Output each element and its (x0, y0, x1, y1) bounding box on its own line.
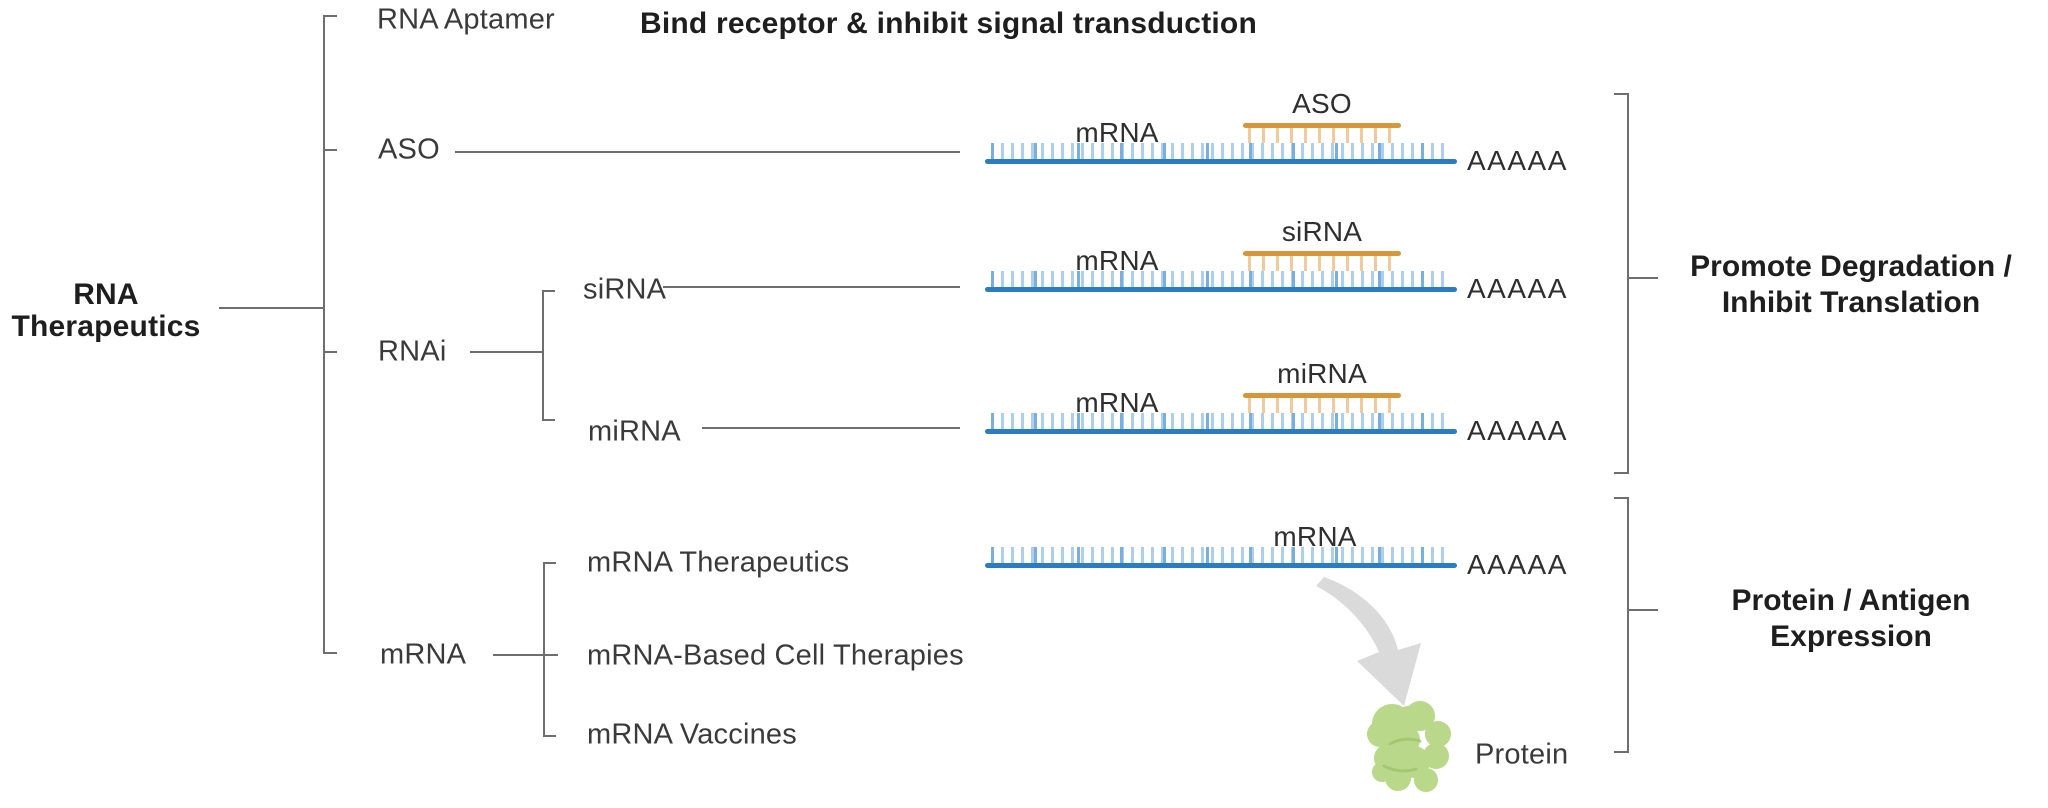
trunk-tick-rna-aptamer (323, 15, 337, 17)
polya-tail-label: AAAAA (1467, 145, 1568, 176)
mrna-connector-line (493, 654, 558, 656)
tree-label-rnai: RNAi (378, 335, 447, 368)
degradation-bracket (1627, 93, 1629, 474)
tree-label-mrna-cell: mRNA-Based Cell Therapies (587, 639, 964, 672)
mrna-strand-label: mRNA (1075, 117, 1159, 148)
mrna-backbone (985, 429, 1457, 434)
mrna-strand-label: mRNA (1273, 521, 1357, 552)
mrna-strand-label: mRNA (1075, 387, 1159, 418)
mrna-base-pair-ticks (991, 413, 1451, 429)
mirna-duplex-label: miRNA (1277, 358, 1367, 389)
mrna-backbone (985, 159, 1457, 164)
aso-base-pair-ticks (1248, 128, 1396, 143)
rnai-bracket-tick-sirna (542, 290, 555, 292)
root-connector-line (219, 307, 323, 309)
expression-label-line2: Expression (1770, 620, 1932, 653)
root-label-line1: RNA (73, 278, 139, 311)
aso-duplex-label: ASO (1292, 88, 1352, 119)
mrna-bracket-tick-therapeutics (543, 562, 556, 564)
sirna-connector-line (663, 286, 960, 288)
tree-label-mrna-vaccines: mRNA Vaccines (587, 718, 797, 751)
aso-backbone (1243, 123, 1401, 128)
mrna-base-pair-ticks (991, 547, 1451, 563)
mirna-connector-line (702, 427, 960, 429)
sirna-duplex-strand (1243, 251, 1401, 271)
mirna-duplex-strand (1243, 393, 1401, 413)
rnai-bracket (542, 290, 544, 421)
tree-label-mirna: miRNA (588, 415, 681, 448)
tree-label-aso: ASO (378, 133, 440, 166)
expression-bracket-tick-label (1627, 609, 1658, 611)
degradation-label-line2: Inhibit Translation (1721, 286, 1981, 319)
polya-tail-label: AAAAA (1467, 415, 1568, 446)
expression-bracket (1627, 497, 1629, 753)
sirna-backbone (1243, 251, 1401, 256)
expression-bracket-tick-top (1614, 497, 1628, 499)
tree-label-mrna: mRNA (380, 638, 467, 671)
degradation-bracket-tick-top (1614, 93, 1628, 95)
aptamer-action-label: Bind receptor & inhibit signal transduct… (640, 7, 1257, 40)
sirna-duplex-label: siRNA (1281, 216, 1363, 247)
mrna-base-pair-ticks (991, 271, 1451, 287)
mrna-backbone (985, 287, 1457, 292)
trunk-tick-aso (323, 149, 337, 151)
aso-duplex-strand (1243, 123, 1401, 143)
mrna-strand-label: mRNA (1075, 245, 1159, 276)
mirna-base-pair-ticks (1248, 398, 1396, 413)
protein-label: Protein (1475, 738, 1569, 771)
polya-tail-label: AAAAA (1467, 549, 1568, 580)
expression-bracket-tick-bottom (1614, 751, 1628, 753)
trunk-tick-mrna (323, 652, 337, 654)
tree-label-rna-aptamer: RNA Aptamer (377, 3, 555, 36)
polya-tail-label: AAAAA (1467, 273, 1568, 304)
aso-connector-line (455, 151, 960, 153)
rnai-connector-line (470, 351, 544, 353)
mirna-backbone (1243, 393, 1401, 398)
degradation-bracket-tick-bottom (1614, 472, 1628, 474)
main-trunk-line (323, 15, 325, 654)
tree-label-sirna: siRNA (583, 273, 667, 306)
expression-label-line1: Protein / Antigen (1731, 584, 1971, 617)
mrna-base-pair-ticks (991, 143, 1451, 159)
rnai-bracket-tick-mirna (542, 419, 555, 421)
tree-label-mrna-therapeutics: mRNA Therapeutics (587, 546, 850, 579)
sirna-base-pair-ticks (1248, 256, 1396, 271)
translation-arrow-icon (1316, 577, 1421, 706)
degradation-bracket-tick-label (1627, 277, 1658, 279)
protein-blob-icon (1367, 701, 1451, 792)
mrna-backbone (985, 563, 1457, 568)
root-label-line2: Therapeutics (11, 310, 201, 343)
trunk-tick-rnai (323, 351, 337, 353)
degradation-label-line1: Promote Degradation / (1690, 250, 2012, 283)
mrna-bracket (543, 562, 545, 737)
mrna-bracket-tick-vaccines (543, 735, 556, 737)
